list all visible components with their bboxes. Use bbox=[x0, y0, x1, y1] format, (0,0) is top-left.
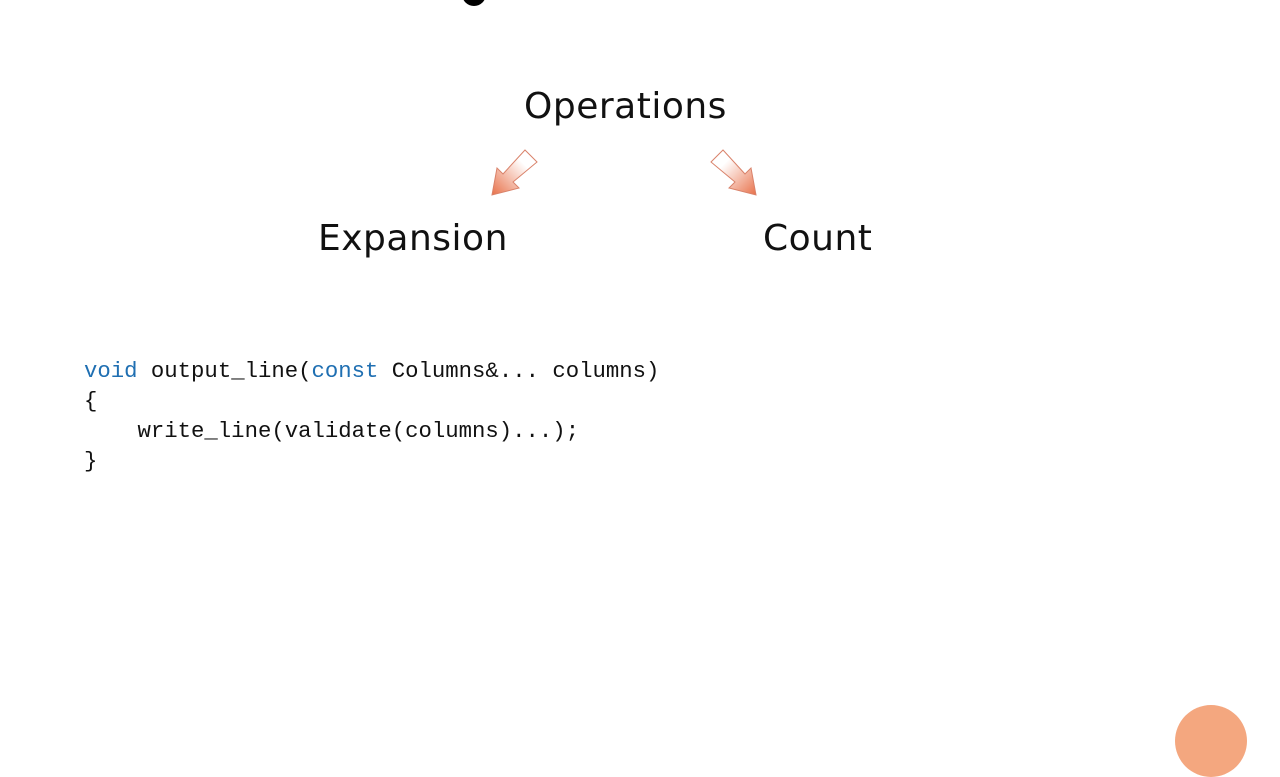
code-line-3: write_line(validate(columns)...); bbox=[84, 418, 580, 444]
code-text: Columns&... columns) bbox=[378, 358, 660, 384]
code-block: void output_line(const Columns&... colum… bbox=[84, 356, 659, 476]
code-line-2: { bbox=[84, 388, 98, 414]
code-line-4: } bbox=[84, 448, 98, 474]
expansion-label: Expansion bbox=[318, 218, 508, 259]
code-text: output_line( bbox=[137, 358, 312, 384]
arrow-down-left-icon bbox=[491, 149, 538, 196]
decorative-circle bbox=[1175, 705, 1247, 777]
operations-heading: Operations bbox=[524, 86, 727, 127]
keyword-void: void bbox=[84, 358, 138, 384]
arrow-down-right-icon bbox=[710, 149, 757, 196]
count-label: Count bbox=[763, 218, 873, 259]
code-line-1: void output_line(const Columns&... colum… bbox=[84, 356, 659, 386]
keyword-const: const bbox=[311, 358, 379, 384]
title-fragment bbox=[462, 0, 486, 6]
